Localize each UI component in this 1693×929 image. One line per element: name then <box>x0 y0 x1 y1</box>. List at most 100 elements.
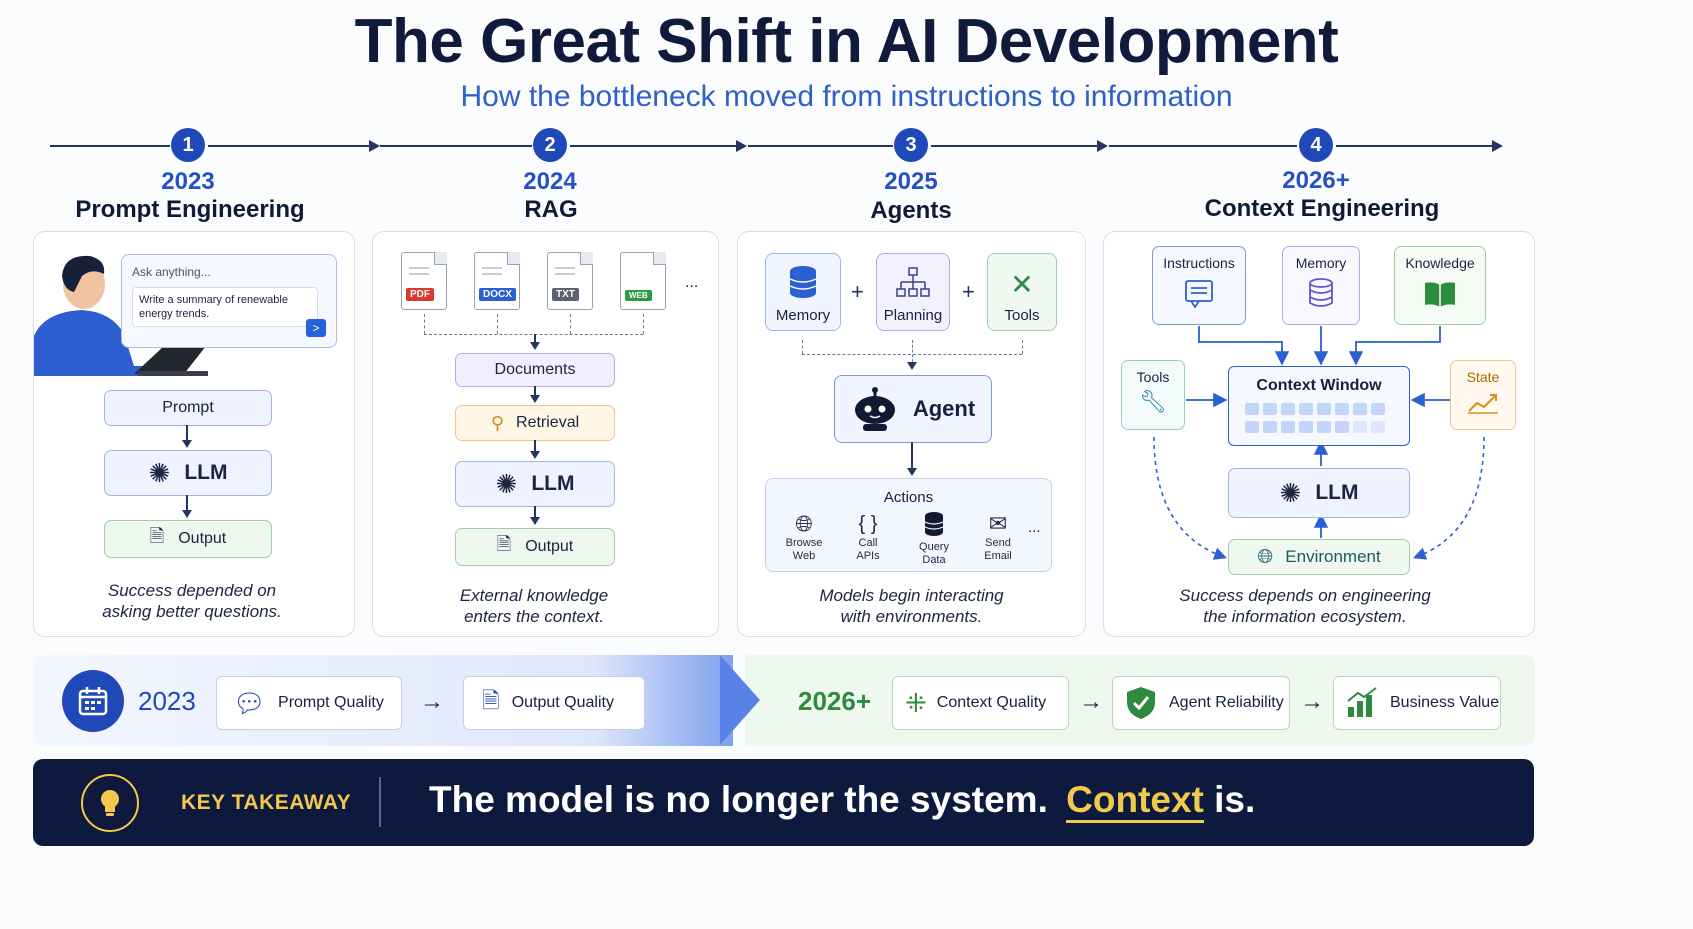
caption-line: asking better questions. <box>102 602 282 621</box>
band-arrow: → <box>1079 688 1103 715</box>
component-label: Memory <box>1295 255 1347 271</box>
panel-caption: Success depended on asking better questi… <box>34 580 350 622</box>
panel-caption: External knowledge enters the context. <box>373 585 695 627</box>
flow-line <box>534 386 536 396</box>
step-year: 2025 <box>884 168 938 195</box>
action-label: APIs <box>856 550 880 562</box>
action-send-email: ✉ Send Email <box>968 511 1028 563</box>
action-label: Call <box>858 537 878 549</box>
component-label: Instructions <box>1163 255 1235 271</box>
page-subtitle: How the bottleneck moved from instructio… <box>460 80 1233 113</box>
retrieval-label: Retrieval <box>516 414 580 431</box>
panel-caption: Models begin interacting with environmen… <box>738 585 1085 627</box>
panel-caption: Success depends on engineering the infor… <box>1104 585 1506 627</box>
takeaway-label: KEY TAKEAWAY <box>181 791 352 814</box>
tools-component: Tools 🔧︎ <box>1121 360 1185 430</box>
caption-line: with environments. <box>840 607 983 626</box>
output-quality-pill: 🗎 Output Quality <box>463 676 645 730</box>
timeline-segment <box>931 145 1101 147</box>
pill-label: Business Value <box>1390 694 1500 711</box>
timeline-segment <box>1109 145 1297 147</box>
context-window-label: Context Window <box>1256 377 1382 394</box>
actions-title: Actions <box>883 489 934 506</box>
component-label: Planning <box>883 307 943 324</box>
doc-type-tag: WEB <box>625 290 652 301</box>
memory-component: Memory <box>765 253 841 331</box>
step-number-2: 2 <box>533 128 567 162</box>
chat-input-text: Write a summary of renewable energy tren… <box>139 294 288 320</box>
output-box: 🗎 Output <box>104 520 272 558</box>
chat-placeholder: Ask anything... <box>132 265 211 279</box>
step-year: 2023 <box>161 168 215 195</box>
person-at-laptop-illustration <box>34 255 208 376</box>
database-icon <box>789 266 817 298</box>
takeaway-main-text: The model is no longer the system. <box>429 779 1048 820</box>
braces-icon: { } <box>858 513 878 535</box>
context-window-box: Context Window <box>1228 366 1410 446</box>
step-year: 2024 <box>523 168 577 195</box>
globe-icon: 🌐︎ <box>1257 545 1274 568</box>
more-ellipsis: ... <box>685 274 699 291</box>
pdf-file-icon: PDF <box>401 252 447 310</box>
plus-sign: + <box>851 279 864 304</box>
environment-box: 🌐︎ Environment <box>1228 539 1410 575</box>
flow-line <box>534 334 536 342</box>
component-label: Tools <box>1004 307 1040 324</box>
timeline-segment <box>570 145 740 147</box>
instructions-component: Instructions <box>1152 246 1246 325</box>
flow-arrowhead <box>182 440 192 448</box>
plus-sign: + <box>962 279 975 304</box>
caption-line: Success depends on engineering <box>1179 586 1431 605</box>
llm-label: LLM <box>1315 481 1359 504</box>
flow-line <box>186 425 188 441</box>
step-year: 2026+ <box>1282 167 1350 194</box>
timeline-arrowhead <box>369 140 380 152</box>
planning-component: Planning <box>876 253 950 331</box>
prompt-box: Prompt <box>104 390 272 426</box>
pill-label: Output Quality <box>511 694 614 711</box>
agent-box: Agent <box>834 375 992 443</box>
band-left-year: 2023 <box>138 686 196 716</box>
actions-box: Actions 🌐︎ Browse Web { } Call APIs Quer… <box>765 478 1052 572</box>
flow-arrowhead <box>530 451 540 459</box>
component-label: Memory <box>775 307 831 324</box>
timeline-arrowhead <box>1492 140 1503 152</box>
timeline-segment <box>1336 145 1494 147</box>
timeline-arrowhead <box>1097 140 1108 152</box>
llm-label: LLM <box>184 461 228 484</box>
caption-line: Success depended on <box>107 581 277 600</box>
divider <box>379 777 381 827</box>
business-value-pill: Business Value <box>1333 676 1501 730</box>
flow-line <box>186 495 188 511</box>
pill-label: Context Quality <box>936 694 1047 711</box>
envelope-icon: ✉ <box>988 511 1008 536</box>
environment-label: Environment <box>1285 547 1381 566</box>
step-phase: Agents <box>870 197 952 224</box>
step-phase: RAG <box>524 196 578 223</box>
action-label: Web <box>792 550 816 562</box>
agent-reliability-pill: Agent Reliability <box>1112 676 1290 730</box>
dashed-connector <box>643 314 644 334</box>
flow-line <box>534 440 536 452</box>
flow-arrowhead <box>907 362 917 370</box>
prompt-quality-pill: 💬︎ Prompt Quality <box>216 676 402 730</box>
context-token-grid <box>1245 403 1395 435</box>
calendar-icon <box>62 670 124 732</box>
action-call-apis: { } Call APIs <box>838 511 898 563</box>
band-chevron <box>720 655 760 745</box>
flow-arrowhead <box>907 468 917 476</box>
knowledge-component: Knowledge <box>1394 246 1486 325</box>
action-label: Send <box>985 537 1011 549</box>
llm-label: LLM <box>531 472 575 495</box>
flow-line <box>911 442 913 468</box>
chat-input[interactable]: Write a summary of renewable energy tren… <box>132 287 318 327</box>
caption-line: Models begin interacting <box>819 586 1004 605</box>
llm-box: ✺ LLM <box>104 450 272 496</box>
context-connectors <box>1153 326 1485 560</box>
document-icon: 🗎 <box>496 534 512 554</box>
robot-icon <box>854 387 895 431</box>
document-icon: 🗎 <box>149 526 165 546</box>
send-arrow-icon[interactable]: > <box>306 319 326 337</box>
page-title: The Great Shift in AI Development <box>354 7 1339 76</box>
openai-knot-icon: ✺ <box>1279 477 1302 508</box>
